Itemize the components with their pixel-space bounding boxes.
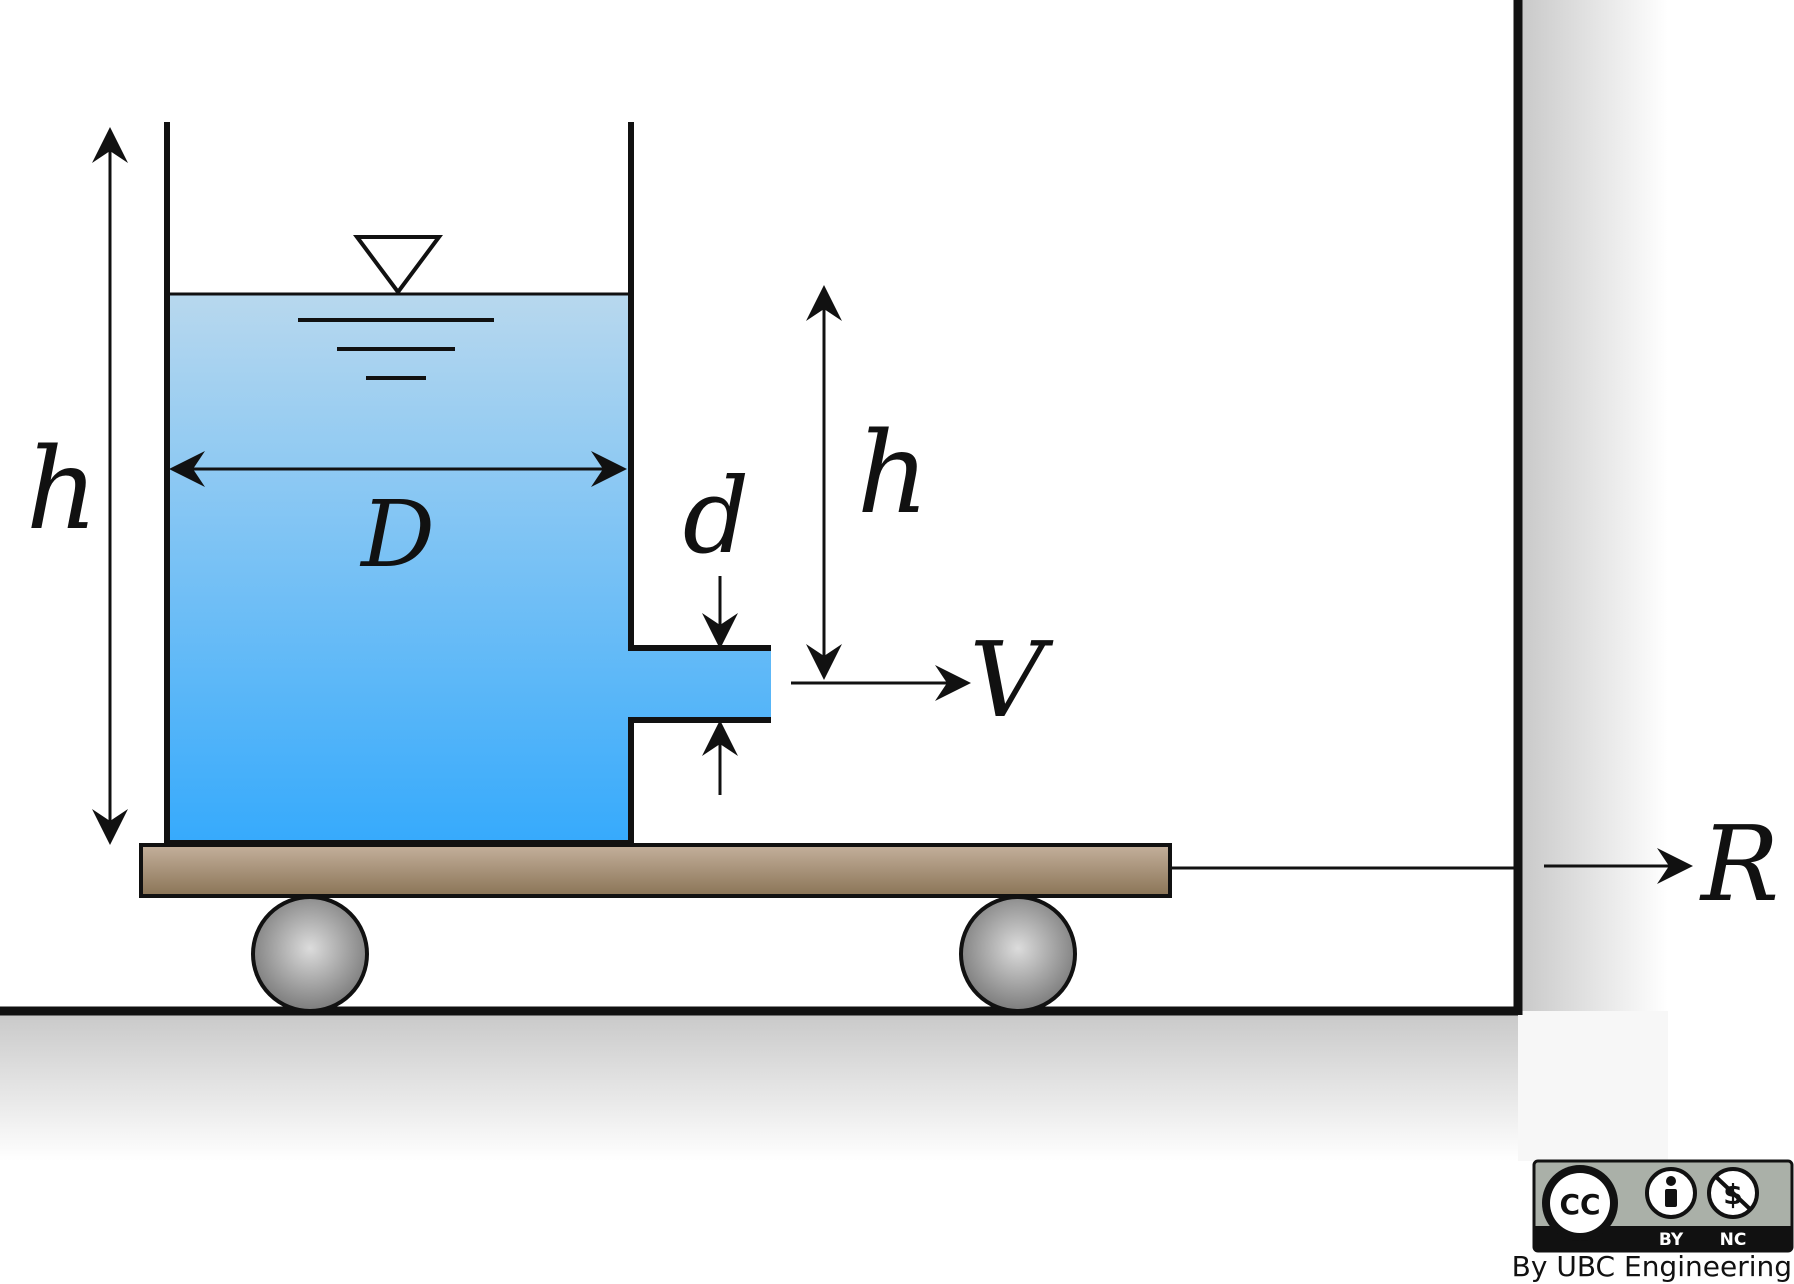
wall-shadow bbox=[1518, 0, 1668, 1011]
tank-height-label: h bbox=[26, 425, 98, 555]
cart-wheel-left bbox=[251, 895, 369, 1013]
floor-shadow bbox=[0, 1011, 1518, 1161]
velocity-label: V bbox=[969, 619, 1053, 741]
nozzle-diameter-label: d bbox=[683, 455, 750, 577]
corner-shadow bbox=[1518, 1011, 1668, 1161]
cart-platform bbox=[139, 843, 1172, 898]
cc-icon-inner bbox=[1550, 1173, 1610, 1233]
tank-right-wall-lower bbox=[628, 717, 771, 845]
cc-icon-text: CC bbox=[1559, 1188, 1600, 1221]
cart-wheel-right bbox=[959, 895, 1077, 1013]
water bbox=[167, 294, 771, 843]
diameter-label: D bbox=[359, 481, 435, 588]
badge-by-text: BY bbox=[1659, 1230, 1684, 1250]
jet-height-label: h bbox=[857, 409, 929, 539]
credit-text: By UBC Engineering bbox=[1512, 1250, 1792, 1283]
free-surface-triangle-icon bbox=[353, 235, 443, 296]
badge-nc-text: NC bbox=[1720, 1230, 1747, 1250]
cc-license-badge: CC $ BY NC bbox=[1532, 1159, 1794, 1253]
reaction-label: R bbox=[1699, 803, 1779, 925]
nc-strike bbox=[1713, 1174, 1753, 1212]
by-person-body bbox=[1665, 1189, 1677, 1207]
by-person-head bbox=[1666, 1176, 1676, 1186]
